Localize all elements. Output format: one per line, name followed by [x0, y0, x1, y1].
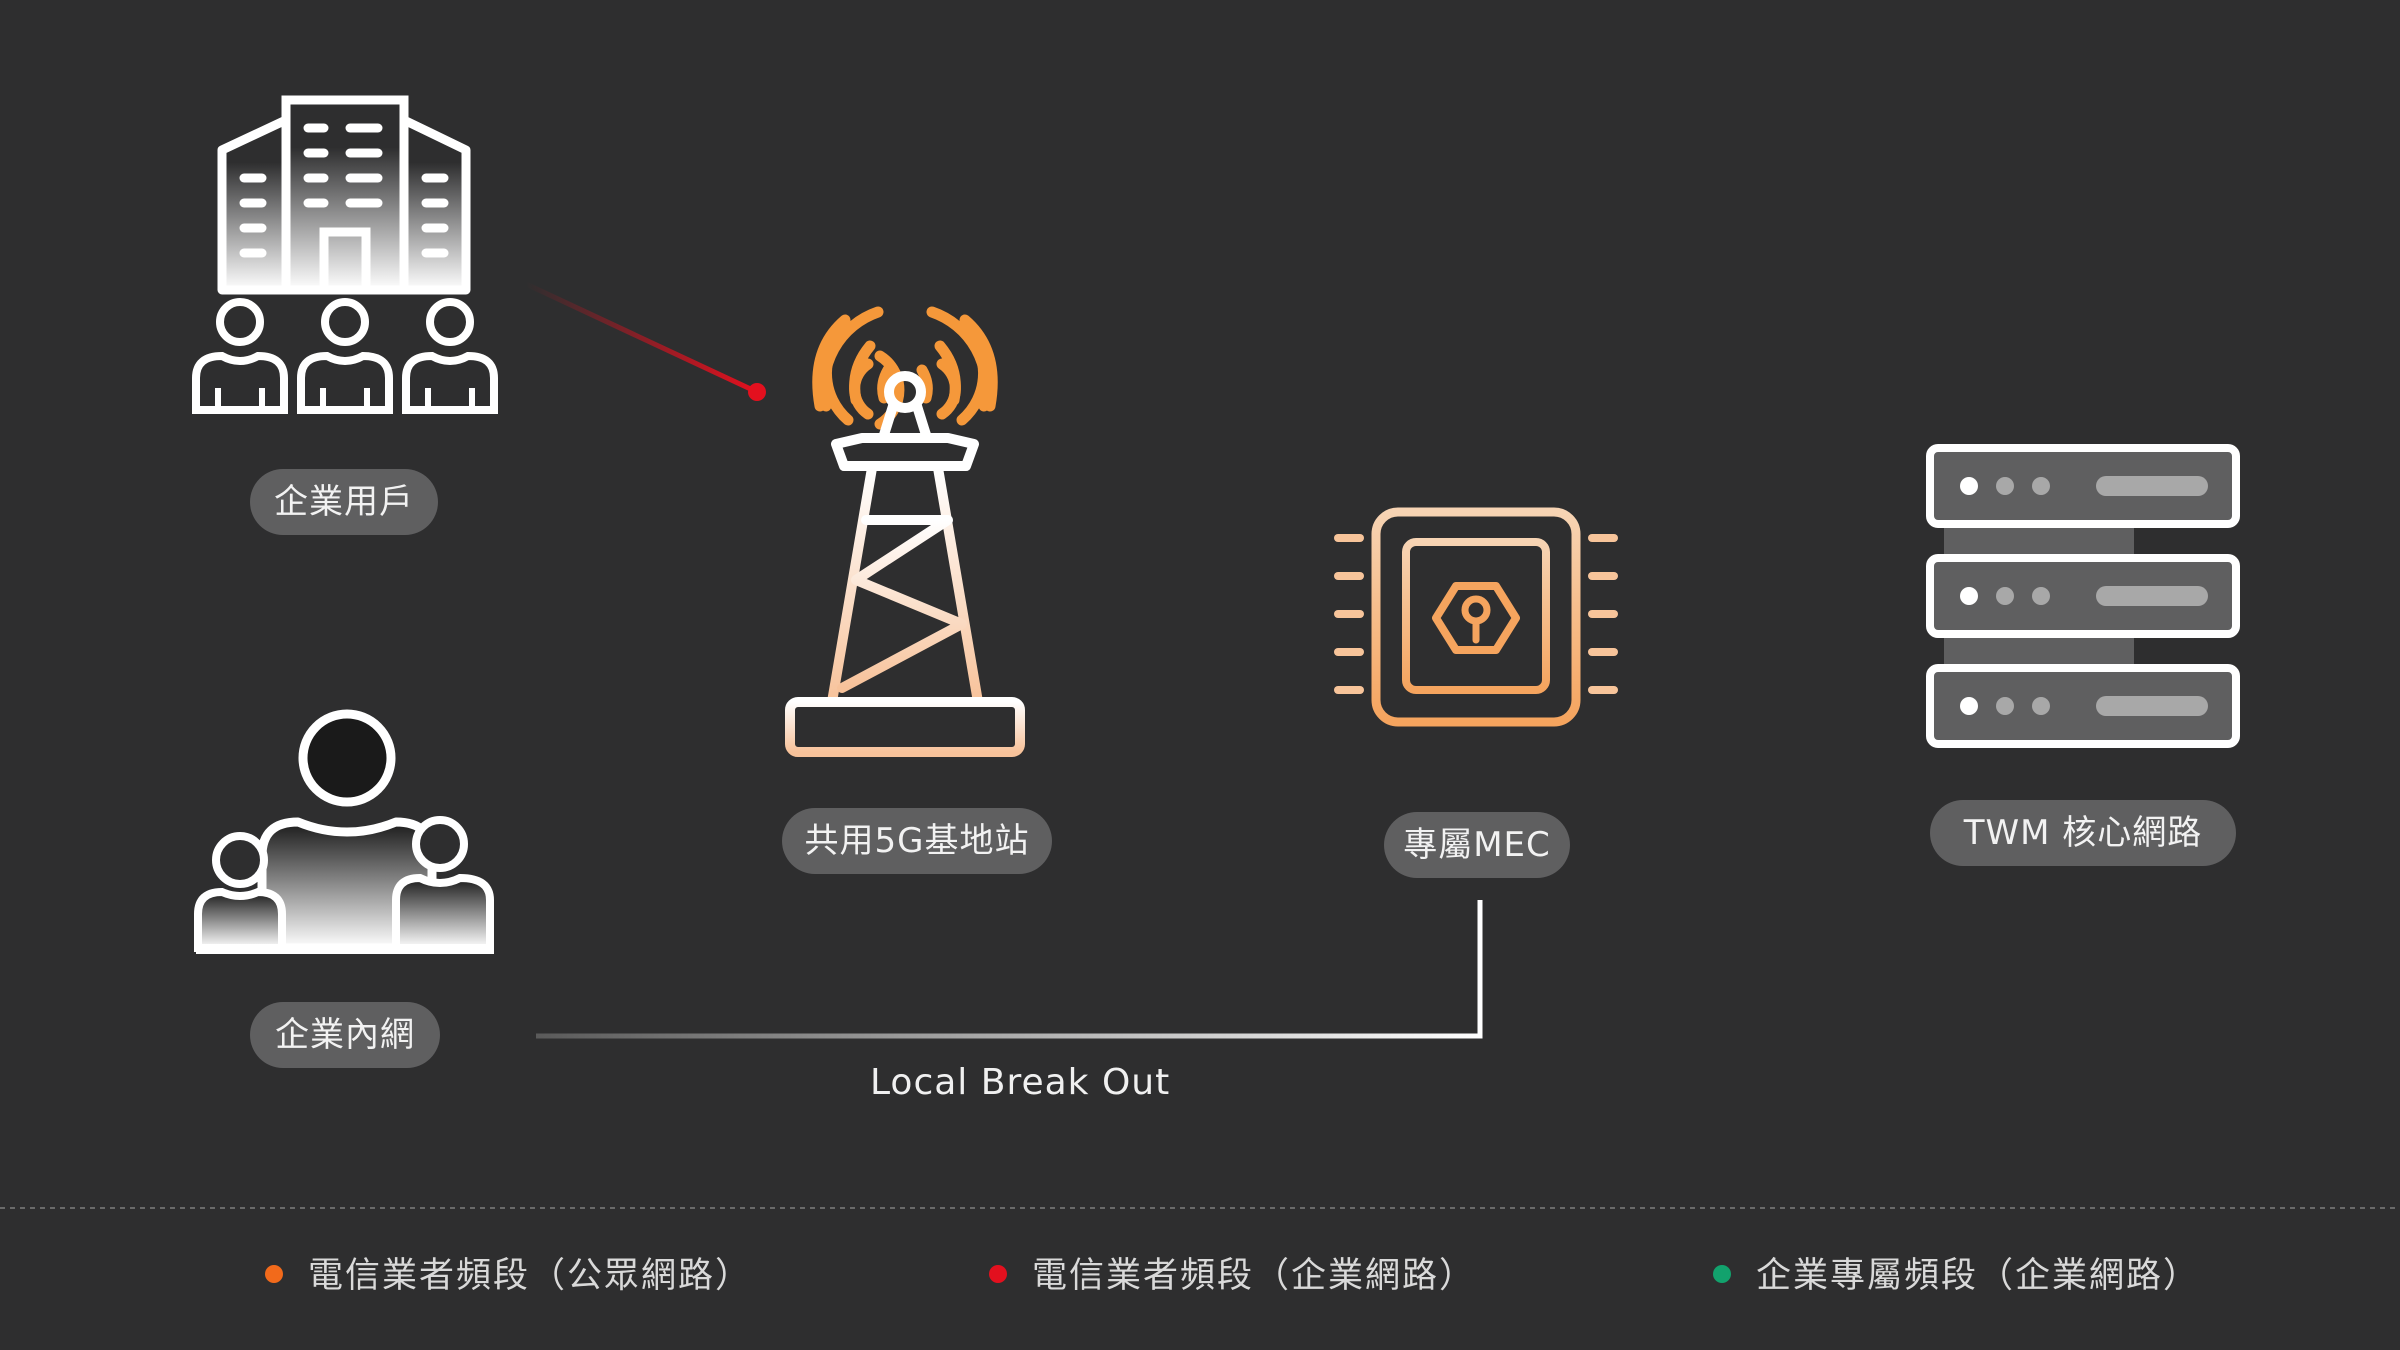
legend-marker-operator-enterprise-band — [920, 1265, 1007, 1283]
5g-tower-icon — [785, 306, 1025, 757]
label-local-break-out: Local Break Out — [870, 1062, 1171, 1103]
server-stack-icon — [1926, 444, 2240, 748]
legend-label-dedicated-band: 企業專屬頻段（企業網路） — [1756, 1256, 2201, 1296]
legend-label-operator-enterprise-band: 電信業者頻段（企業網路） — [1032, 1256, 1477, 1296]
label-enterprise-intranet: 企業內網 — [250, 1002, 440, 1068]
user-group-icon — [192, 298, 498, 414]
enterprise-building-users-icon — [192, 95, 498, 414]
mec-chip-icon — [1334, 470, 1618, 760]
enterprise-intranet-people-icon — [194, 709, 494, 954]
label-shared-5g-base-station: 共用5G基地站 — [782, 808, 1052, 874]
label-dedicated-mec: 專屬MEC — [1384, 812, 1570, 878]
enterprise-band-connection-line — [524, 281, 759, 395]
connection-endpoint-dot — [748, 383, 766, 401]
signal-waves-icon — [818, 306, 992, 430]
label-enterprise-users: 企業用戶 — [250, 469, 438, 535]
building-icon — [217, 95, 471, 295]
label-twm-core-network: TWM 核心網路 — [1930, 800, 2236, 866]
legend-marker-dedicated-band — [1644, 1265, 1731, 1283]
legend-marker-public-band — [198, 1265, 283, 1283]
local-breakout-path — [536, 900, 1483, 1039]
legend-label-public-band: 電信業者頻段（公眾網路） — [308, 1256, 753, 1296]
